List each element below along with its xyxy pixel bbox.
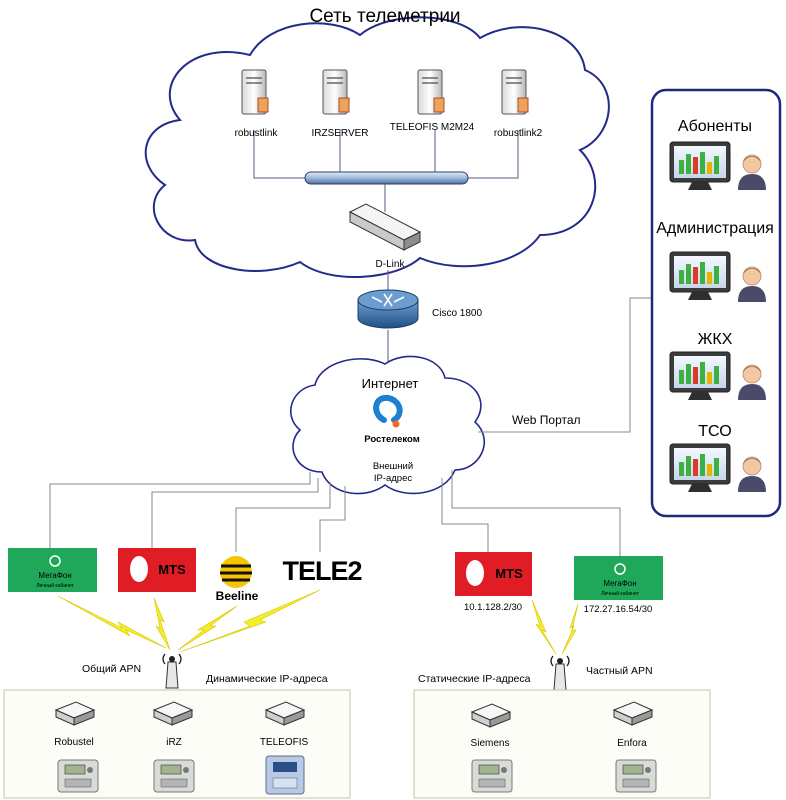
operator-name: TELE2: [282, 556, 361, 586]
device-irz: iRZ: [153, 701, 195, 793]
left-ip-type-label: Динамические IP-адреса: [206, 673, 328, 685]
external-ip-line1: Внешний: [373, 461, 413, 472]
lightning-icon: [177, 605, 238, 651]
portal-user-label: ТСО: [698, 423, 731, 440]
rostelecom-logo-icon: [373, 394, 403, 428]
device-label: Siemens: [471, 738, 510, 749]
device-teleofis: TELEOFIS: [260, 701, 309, 795]
operator-name: МегаФон: [38, 571, 71, 580]
left-apn-label: Общий APN: [82, 663, 141, 675]
portal-user-label: Администрация: [656, 220, 774, 237]
web-portal-line: [478, 297, 652, 433]
operator-name: MTS: [495, 566, 523, 581]
external-ip-line2: IP-адрес: [374, 473, 413, 484]
server-label: robustlink2: [494, 128, 543, 139]
right-apn-label: Частный APN: [586, 665, 653, 677]
wireless-links-left: [57, 589, 321, 653]
beeline-logo-icon: [220, 556, 252, 588]
ethernet-bus: [304, 171, 469, 185]
right-ip-type-label: Статические IP-адреса: [418, 673, 531, 685]
operator-subtext: Личный кабинет: [36, 582, 74, 589]
portal-user-label: Абоненты: [678, 118, 752, 135]
meter-icon: [153, 759, 195, 793]
operator-ip: 172.27.16.54/30: [584, 604, 653, 615]
meter-icon: [265, 755, 305, 795]
provider-label: Ростелеком: [364, 434, 420, 445]
portal-user-tso: ТСО: [669, 423, 767, 493]
tele2-logo: TELE2: [282, 556, 362, 586]
cisco-router: Cisco 1800: [357, 289, 482, 329]
lightning-icon: [57, 595, 167, 649]
switch-icon: [348, 203, 422, 251]
mts-logo-left: MTS: [118, 548, 196, 592]
operator-name: Beeline: [216, 589, 259, 603]
megafon-logo-right: МегаФон Личный кабинет 172.27.16.54/30: [574, 556, 663, 615]
meter-icon: [615, 759, 657, 793]
meter-icon: [57, 759, 99, 793]
server-label: robustlink: [235, 128, 279, 139]
portal-user-administration: Администрация: [656, 220, 774, 303]
device-label: iRZ: [166, 737, 182, 748]
lightning-icon: [179, 589, 321, 653]
device-enfora: Enfora: [613, 701, 657, 793]
device-label: Robustel: [54, 737, 93, 748]
server-teleofis: TELEOFIS M2M24: [390, 69, 475, 133]
router-label: Cisco 1800: [432, 308, 482, 319]
server-label: TELEOFIS M2M24: [390, 122, 475, 133]
antenna-icon: [162, 653, 182, 689]
right-device-area: [413, 689, 711, 799]
lightning-icon: [561, 603, 579, 655]
server-icon: [322, 69, 350, 115]
portal-user-subscribers: Абоненты: [669, 118, 767, 191]
web-portal-label: Web Портал: [512, 413, 581, 427]
server-robustlink: robustlink: [235, 69, 279, 139]
device-siemens: Siemens: [471, 703, 513, 793]
internet-label: Интернет: [362, 376, 419, 391]
wireless-links-right: [531, 599, 579, 655]
lightning-icon: [153, 597, 171, 651]
operator-ip: 10.1.128.2/30: [464, 602, 522, 613]
operator-name: MTS: [158, 562, 186, 577]
device-label: TELEOFIS: [260, 737, 309, 748]
internet-cloud: [289, 355, 486, 495]
antenna-icon: [550, 655, 570, 691]
router-icon: [357, 289, 419, 329]
server-robustlink2: robustlink2: [494, 69, 543, 139]
telemetry-cloud: [144, 16, 610, 278]
operator-subtext: Личный кабинет: [601, 590, 639, 597]
megafon-logo-icon: [8, 548, 97, 592]
internet-to-operator-lines: [49, 470, 621, 556]
device-label: Enfora: [617, 738, 647, 749]
device-robustel: Robustel: [54, 701, 99, 793]
operator-name: МегаФон: [603, 579, 636, 588]
portal-user-housing: ЖКХ: [669, 331, 767, 401]
megafon-logo-icon: [574, 556, 663, 600]
server-irzserver: IRZSERVER: [311, 69, 369, 139]
lightning-icon: [531, 599, 557, 655]
dlink-switch: D-Link: [348, 203, 422, 270]
switch-label: D-Link: [376, 259, 406, 270]
server-icon: [241, 69, 269, 115]
diagram-title: Сеть телеметрии: [309, 6, 460, 27]
server-drop-lines: [253, 130, 519, 179]
server-icon: [501, 69, 529, 115]
mts-logo-right: MTS 10.1.128.2/30: [455, 552, 532, 613]
megafon-logo-left: МегаФон Личный кабинет: [8, 548, 97, 592]
beeline-logo: Beeline: [216, 556, 259, 603]
portal-users-panel: [650, 88, 782, 518]
server-label: IRZSERVER: [311, 128, 368, 139]
server-icon: [417, 69, 445, 115]
portal-user-label: ЖКХ: [698, 331, 733, 348]
meter-icon: [471, 759, 513, 793]
